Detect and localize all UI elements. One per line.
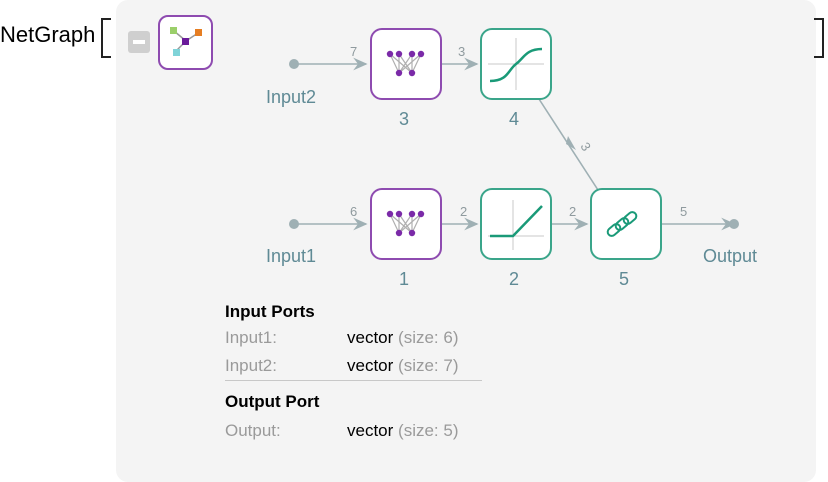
svg-text:5: 5 <box>680 204 687 219</box>
section-divider <box>225 380 482 381</box>
node-1-linear-layer[interactable] <box>370 188 442 260</box>
output-port[interactable] <box>729 219 739 229</box>
port-size: (size: 6) <box>398 328 459 347</box>
port-type: vector <box>347 328 394 347</box>
output-label: Output <box>703 246 757 266</box>
edge-4-to-5: 3 <box>538 98 599 191</box>
output-port-heading: Output Port <box>225 392 320 411</box>
input2-row: Input2: vector (size: 7) <box>225 356 459 376</box>
output-row: Output: vector (size: 5) <box>225 421 459 441</box>
output-panel <box>116 0 816 482</box>
port-size: (size: 7) <box>398 356 459 375</box>
input-ports-heading: Input Ports <box>225 302 315 321</box>
node-5-total-layer[interactable] <box>590 188 662 260</box>
input1-row: Input1: vector (size: 6) <box>225 328 459 348</box>
input2-label: Input2 <box>266 87 316 107</box>
sigmoid-curve-icon <box>488 38 544 90</box>
input2-port[interactable] <box>289 59 299 69</box>
edge-1-to-2: 2 <box>441 204 479 231</box>
svg-text:6: 6 <box>350 204 357 219</box>
node-5-label: 5 <box>619 269 629 289</box>
port-type: vector <box>347 421 394 440</box>
open-bracket <box>101 18 111 58</box>
node-2-label: 2 <box>509 269 519 289</box>
input1-port[interactable] <box>289 219 299 229</box>
port-size: (size: 5) <box>398 421 459 440</box>
node-3-linear-layer[interactable] <box>370 28 442 100</box>
collapse-toggle-button[interactable] <box>128 31 150 53</box>
node-2-ramp-layer[interactable] <box>480 188 552 260</box>
node-1-label: 1 <box>399 269 409 289</box>
ramp-curve-icon <box>488 200 544 250</box>
port-name: Output: <box>225 421 281 440</box>
node-4-label: 4 <box>509 109 519 129</box>
netgraph-icon <box>158 15 213 70</box>
expression-head: NetGraph <box>0 22 96 47</box>
chain-link-icon <box>606 211 638 237</box>
edge-2-to-5: 2 <box>551 204 589 231</box>
node-4-sigmoid-layer[interactable] <box>480 28 552 100</box>
input1-label: Input1 <box>266 246 316 266</box>
port-type: vector <box>347 356 394 375</box>
close-bracket <box>814 18 824 58</box>
edge-input2-to-3: 7 <box>294 44 368 71</box>
svg-text:3: 3 <box>577 139 594 153</box>
svg-text:2: 2 <box>569 204 576 219</box>
port-name: Input2: <box>225 356 277 375</box>
port-name: Input1: <box>225 328 277 347</box>
svg-text:7: 7 <box>350 44 357 59</box>
linear-layer-icon <box>389 53 422 74</box>
linear-layer-icon <box>389 213 422 234</box>
node-3-label: 3 <box>399 109 409 129</box>
edge-input1-to-1: 6 <box>294 204 368 231</box>
svg-text:2: 2 <box>460 204 467 219</box>
edge-5-to-output: 5 <box>661 204 736 231</box>
svg-text:3: 3 <box>458 44 465 59</box>
edge-3-to-4: 3 <box>441 44 479 71</box>
